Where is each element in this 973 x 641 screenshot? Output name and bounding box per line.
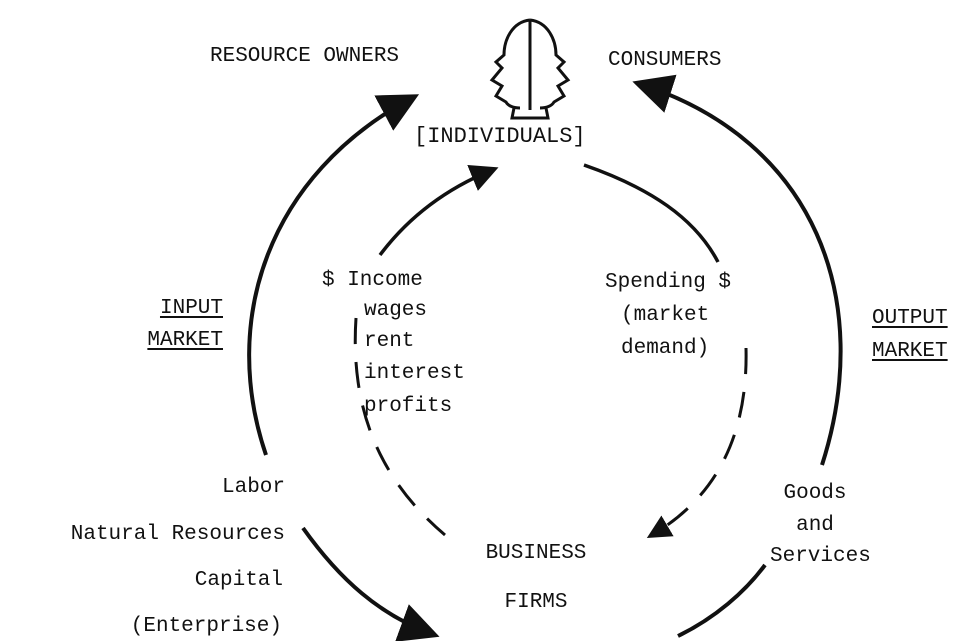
spending-dashed-path <box>646 347 748 539</box>
firms-label: FIRMS <box>504 591 568 614</box>
output-market-label-2: MARKET <box>872 340 948 363</box>
output-market-label-1: OUTPUT <box>872 307 948 330</box>
resource-owners-label: RESOURCE OWNERS <box>210 45 400 68</box>
spending-market: (market <box>621 304 710 327</box>
resource-labor: Labor <box>221 476 285 499</box>
spending-demand: demand) <box>621 337 710 360</box>
goods-and: and <box>796 514 834 537</box>
goods-services: Services <box>770 545 871 568</box>
input-market-label-2: MARKET <box>147 329 223 352</box>
income-profits: profits <box>364 395 453 418</box>
resource-natural-resources: Natural Resources <box>70 523 285 546</box>
firms-to-goods-line <box>677 563 767 638</box>
output-flow-arrow <box>632 74 843 466</box>
resource-capital: Capital <box>194 569 283 592</box>
spending-label: Spending $ <box>605 271 732 294</box>
income-flow-arrow <box>378 164 499 257</box>
input-flow-arrow <box>247 94 420 456</box>
consumers-label: CONSUMERS <box>608 49 722 72</box>
goods-label: Goods <box>783 482 847 505</box>
resources-to-firms-arrow <box>301 526 440 641</box>
spending-flow-line <box>583 163 720 263</box>
income-rent: rent <box>364 330 415 353</box>
business-label: BUSINESS <box>485 542 587 565</box>
individuals-label: [INDIVIDUALS] <box>414 124 586 149</box>
income-label: $ Income <box>322 269 423 292</box>
resource-enterprise: (Enterprise) <box>130 615 282 638</box>
income-wages: wages <box>364 299 428 322</box>
two-faced-head-icon <box>489 18 571 120</box>
input-market-label-1: INPUT <box>159 297 223 320</box>
income-interest: interest <box>364 362 465 385</box>
